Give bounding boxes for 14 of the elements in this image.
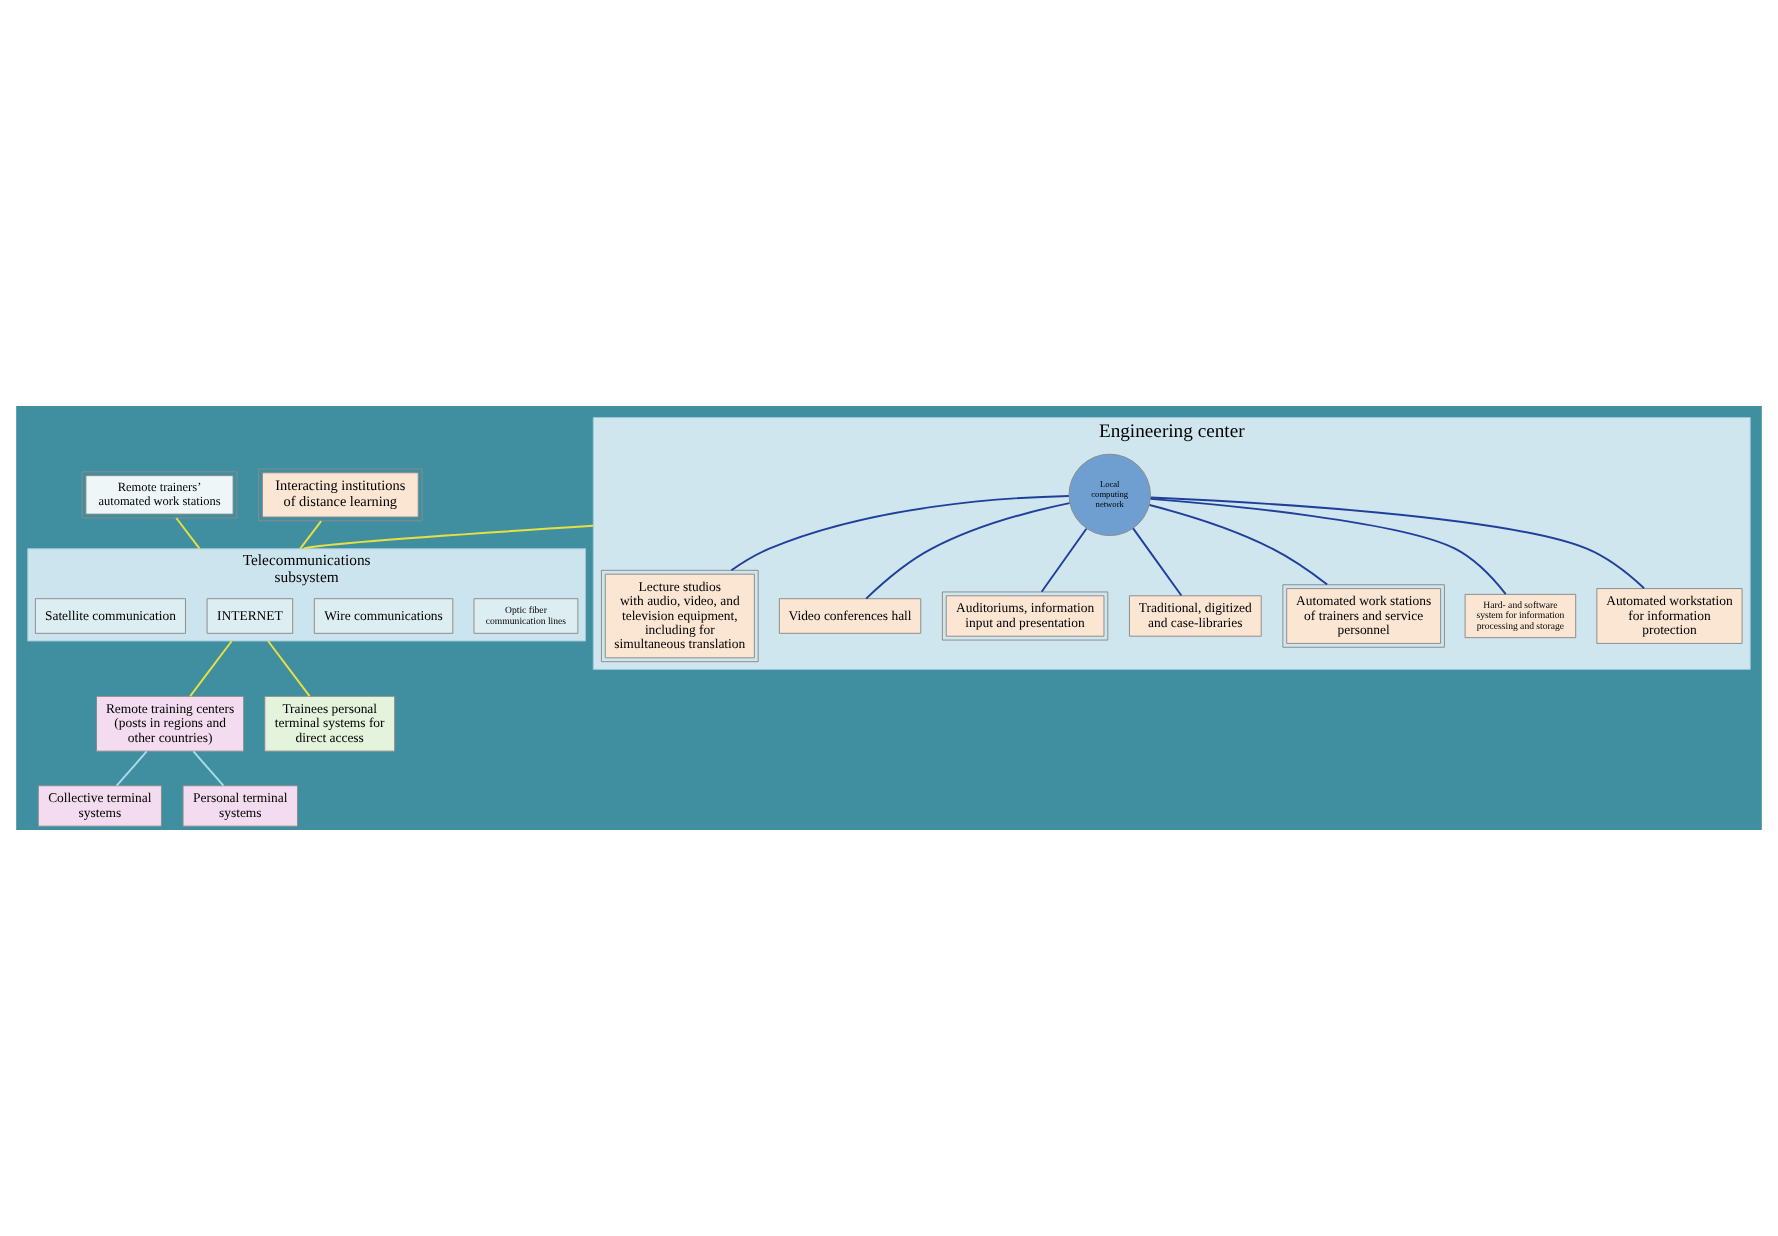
- connector: [302, 524, 595, 550]
- connector: [189, 640, 233, 697]
- connector: [730, 495, 1070, 572]
- connector: [1040, 527, 1088, 593]
- connector: [1149, 496, 1646, 590]
- connector: [175, 517, 201, 550]
- connector: [1149, 497, 1507, 596]
- connector: [1132, 527, 1183, 597]
- connector: [865, 502, 1071, 600]
- connector: [192, 750, 225, 787]
- connector: [1148, 504, 1329, 586]
- connector: [115, 750, 148, 787]
- connector: [267, 640, 311, 697]
- connector: [299, 520, 323, 550]
